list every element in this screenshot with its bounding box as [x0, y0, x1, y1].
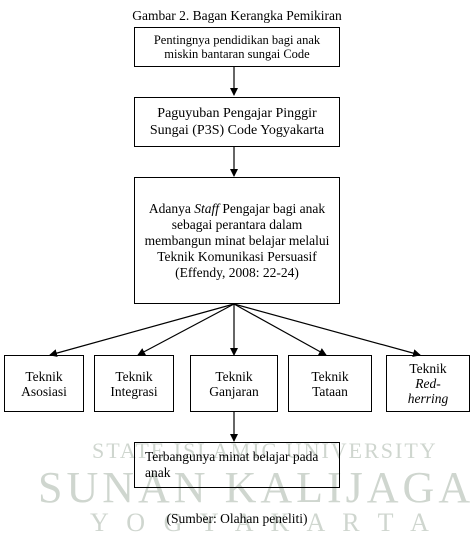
- asosiasi-line2: Asosiasi: [21, 383, 67, 399]
- redherring-line3: herring: [407, 391, 449, 406]
- box3-line1: Adanya Staff Pengajar bagi anak: [149, 201, 325, 217]
- box-teknik-red-herring: Teknik Red- herring: [386, 355, 470, 412]
- arrow-to-redherring: [233, 303, 421, 358]
- box-teknik-integrasi: Teknik Integrasi: [94, 355, 174, 412]
- watermark-line3: Y O G Y A K A R T A: [90, 508, 435, 537]
- box-importance-education: Pentingnya pendidikan bagi anak miskin b…: [134, 27, 340, 67]
- figure-caption: Gambar 2. Bagan Kerangka Pemikiran: [132, 8, 342, 23]
- box3-line4: Teknik Komunikasi Persuasif: [157, 248, 317, 264]
- tataan-line1: Teknik: [311, 368, 349, 384]
- result-line2: anak: [145, 465, 171, 480]
- tataan-line2: Tataan: [312, 383, 348, 399]
- arrow-to-tataan: [233, 303, 327, 356]
- ganjaran-line1: Teknik: [215, 368, 253, 384]
- box-teknik-asosiasi: Teknik Asosiasi: [4, 355, 84, 412]
- box3-line3: membangun minat belajar melalui: [144, 232, 330, 248]
- source-note: (Sumber: Olahan peneliti): [166, 511, 308, 526]
- ganjaran-line2: Ganjaran: [209, 383, 259, 399]
- box2-line2: Sungai (P3S) Code Yogyakarta: [149, 123, 325, 138]
- box3-line1-a: Adanya: [148, 200, 195, 216]
- arrow-to-integrasi: [137, 303, 235, 356]
- asosiasi-line1: Teknik: [25, 368, 63, 384]
- box-teknik-tataan: Teknik Tataan: [288, 355, 372, 412]
- box-staff-pengajar: Adanya Staff Pengajar bagi anak sebagai …: [134, 177, 340, 304]
- integrasi-line1: Teknik: [115, 368, 153, 384]
- box3-line2: sebagai perantara dalam: [171, 216, 303, 232]
- redherring-line1: Teknik: [409, 361, 447, 376]
- arrow-to-asosiasi: [49, 303, 235, 357]
- box1-line1: Pentingnya pendidikan bagi anak: [153, 33, 321, 47]
- integrasi-line2: Integrasi: [110, 383, 158, 399]
- result-line1: Terbangunya minat belajar pada: [145, 449, 319, 464]
- box3-line5: (Effendy, 2008: 22-24): [175, 264, 299, 280]
- box3-line1-c: Pengajar bagi anak: [219, 200, 326, 216]
- box3-line1-staff: Staff: [194, 200, 220, 216]
- box-p3s-code: Paguyuban Pengajar Pinggir Sungai (P3S) …: [134, 97, 340, 147]
- box-result-minat-belajar: Terbangunya minat belajar pada anak: [134, 442, 340, 488]
- redherring-line2: Red-: [415, 376, 441, 391]
- box2-line1: Paguyuban Pengajar Pinggir: [157, 106, 317, 121]
- box1-line2: miskin bantaran sungai Code: [164, 47, 310, 61]
- box-teknik-ganjaran: Teknik Ganjaran: [190, 355, 278, 412]
